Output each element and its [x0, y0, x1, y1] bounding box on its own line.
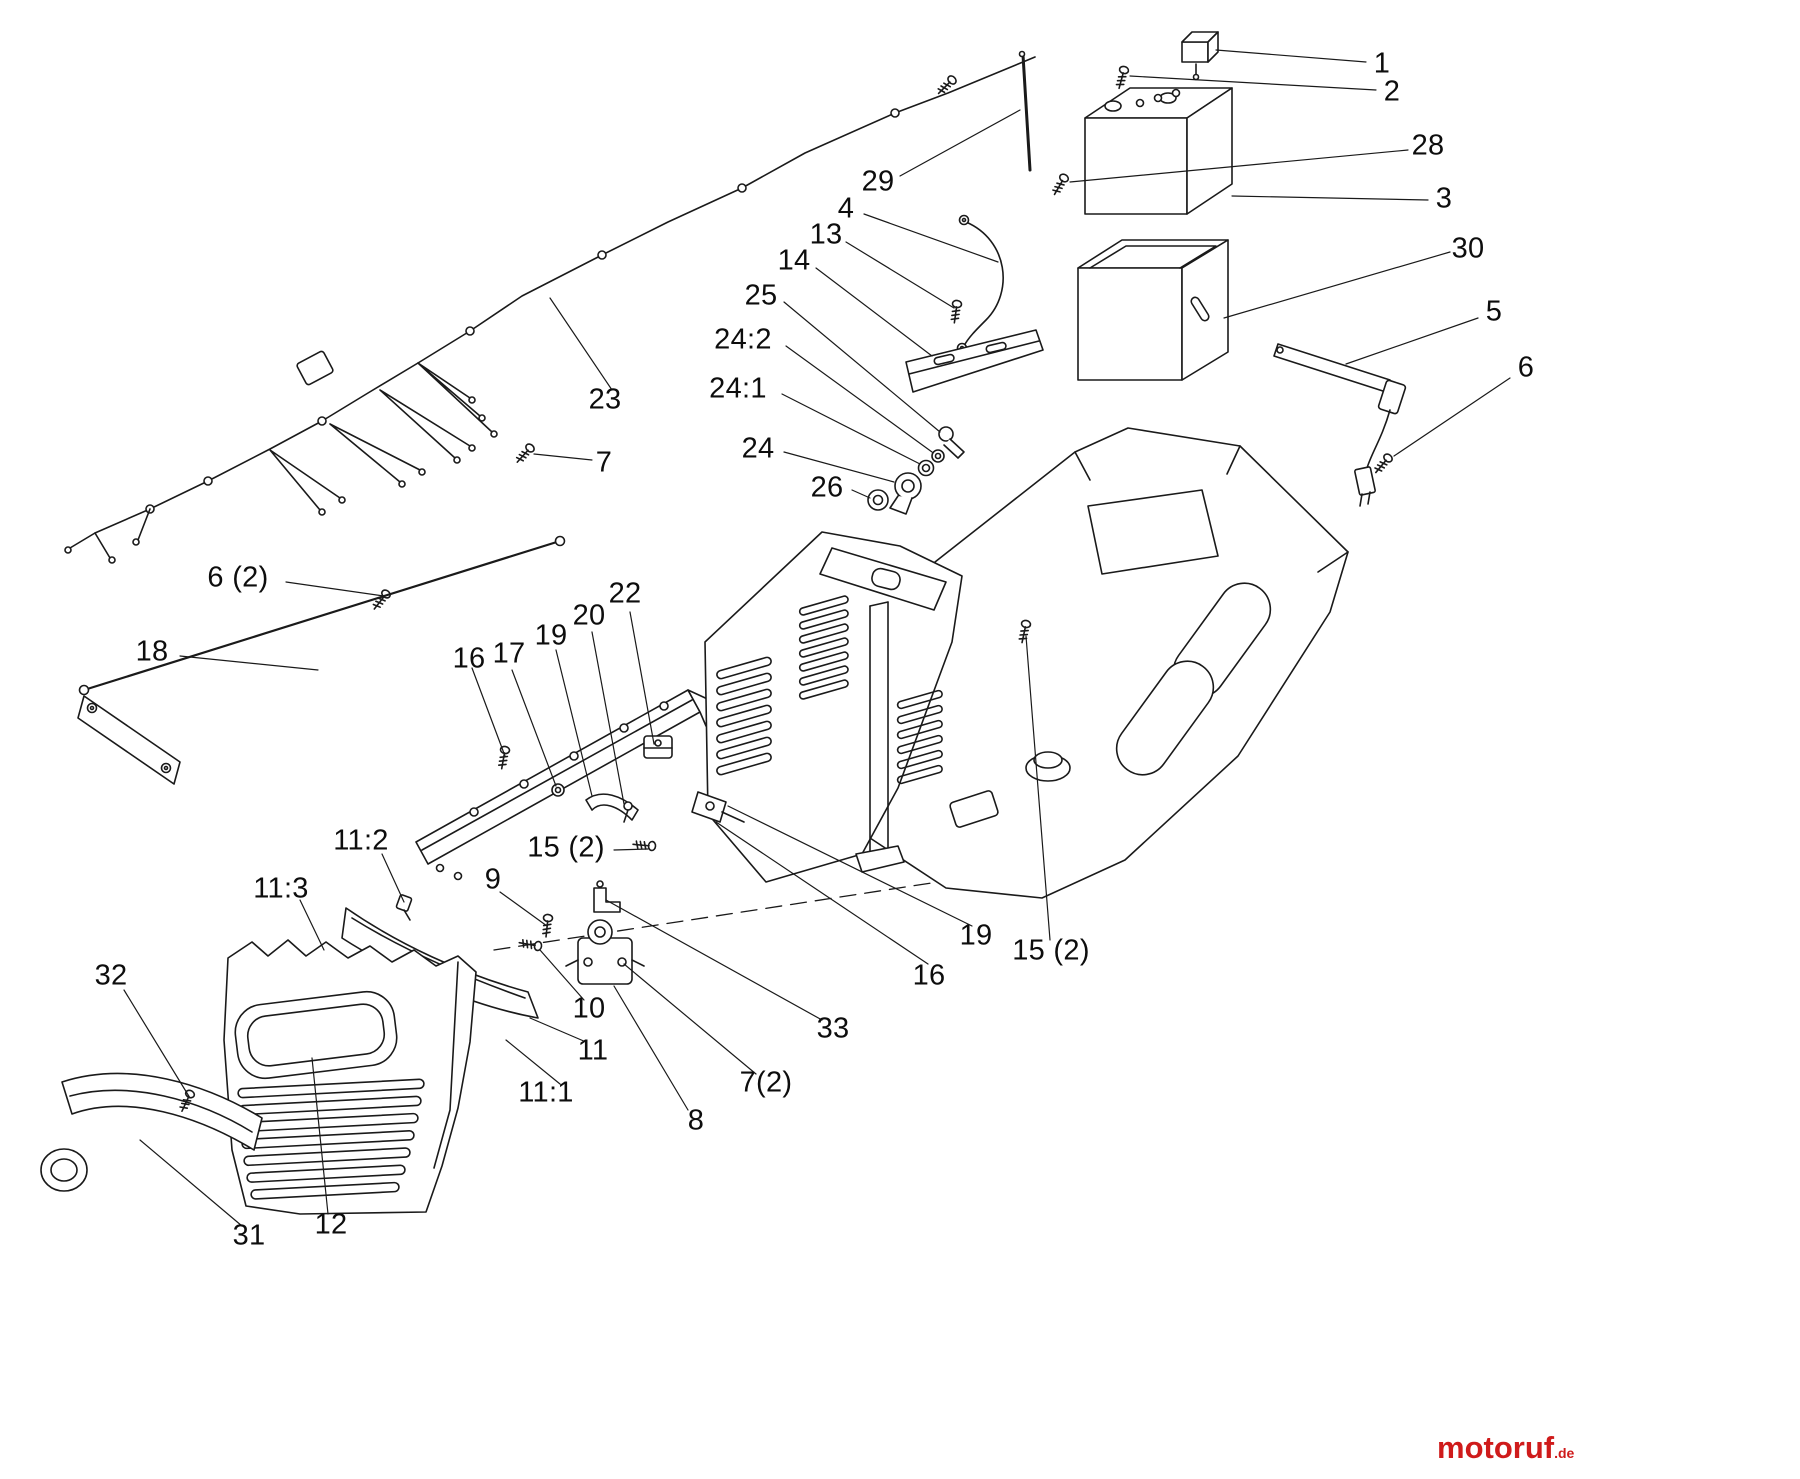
wiring-harness — [64, 56, 1036, 564]
solenoid-assembly-8 — [517, 880, 645, 985]
duct-clip-11-2 — [395, 894, 413, 912]
part-callout-37: 16 — [912, 959, 946, 992]
part-callout-27: 11:2 — [333, 824, 389, 857]
part-callout-8: 29 — [861, 165, 895, 198]
hood-latch — [691, 791, 745, 823]
harness-connector-block — [296, 350, 334, 386]
part-callout-17: 23 — [588, 383, 622, 416]
part-callout-11: 14 — [777, 244, 811, 277]
part-callout-38: 19 — [959, 919, 993, 952]
part-callout-40: 31 — [232, 1219, 266, 1252]
part-callout-18: 7 — [595, 446, 613, 479]
part-callout-23: 19 — [534, 619, 568, 652]
seat-opening — [1087, 489, 1219, 575]
part-callout-15: 24 — [741, 432, 775, 465]
part-callout-19: 6 (2) — [207, 561, 269, 594]
spacer-17 — [551, 783, 565, 797]
part-callout-32: 11 — [577, 1034, 609, 1067]
part-callout-1: 1 — [1373, 47, 1391, 80]
part-callout-10: 13 — [809, 218, 843, 251]
dashed-centerline — [493, 881, 939, 951]
part-callout-12: 25 — [744, 279, 778, 312]
nut-24-1 — [917, 459, 935, 477]
part-callout-16: 26 — [810, 471, 844, 504]
screw-28-icon — [1049, 171, 1071, 198]
pin-20 — [623, 801, 633, 811]
ignition-key-25 — [938, 426, 954, 442]
washer-24-2 — [931, 449, 945, 463]
support-strap — [855, 601, 905, 873]
leader-lines — [123, 49, 1511, 1227]
headlight-wire-assembly-5 — [1273, 343, 1407, 507]
part-callout-5: 30 — [1451, 232, 1485, 265]
part-callout-21: 16 — [452, 642, 486, 675]
brand-watermark[interactable]: motoruf.de — [1437, 1432, 1574, 1463]
console-tower — [691, 531, 963, 883]
brand-tld[interactable]: .de — [1554, 1445, 1575, 1461]
battery-3 — [1084, 87, 1233, 215]
bolt-16-icon — [496, 744, 511, 771]
part-callout-25: 22 — [608, 577, 642, 610]
bolt-10-icon — [517, 937, 544, 952]
part-callout-6: 5 — [1485, 295, 1503, 328]
battery-cover-1 — [1181, 31, 1219, 81]
part-callout-35: 7(2) — [739, 1066, 793, 1099]
part-callout-3: 28 — [1411, 129, 1445, 162]
grille-assembly-12 — [223, 939, 477, 1215]
screw-6-icon — [1371, 451, 1395, 477]
elbow-fitting-33 — [593, 887, 621, 913]
battery-box-30 — [1077, 239, 1229, 381]
part-callout-33: 11:1 — [518, 1076, 574, 1109]
part-callout-30: 32 — [94, 959, 128, 992]
part-callout-28: 11:3 — [253, 872, 309, 905]
battery-hold-rod-29 — [1018, 50, 1032, 172]
part-callout-7: 6 — [1517, 351, 1535, 384]
part-callout-24: 20 — [572, 599, 606, 632]
bracket-22 — [643, 735, 673, 759]
part-callout-4: 3 — [1435, 182, 1453, 215]
part-callout-26: 15 (2) — [527, 831, 605, 864]
part-callout-34: 8 — [687, 1104, 705, 1137]
link-lever-19 — [585, 793, 639, 821]
fender-vent-cutout — [1115, 660, 1215, 776]
ignition-switch-cluster — [867, 426, 965, 515]
part-callout-2: 2 — [1383, 75, 1401, 108]
part-callout-22: 17 — [492, 637, 526, 670]
part-callout-13: 24:2 — [714, 323, 772, 356]
part-callout-29: 9 — [484, 863, 502, 896]
part-callout-14: 24:1 — [709, 372, 767, 405]
console-louvers — [716, 595, 943, 785]
part-callout-41: 12 — [314, 1208, 348, 1241]
battery-bracket-14 — [905, 329, 1044, 393]
battery-cable-4 — [956, 214, 1004, 354]
support-rod-18 — [77, 535, 566, 785]
bolt-2-icon — [1113, 64, 1131, 91]
part-callout-39: 15 (2) — [1012, 934, 1090, 967]
rod-bracket — [77, 695, 181, 785]
bumper-31 — [40, 1072, 263, 1192]
battery-terminal — [1104, 100, 1122, 112]
bolt-13-icon — [949, 299, 963, 325]
rail-hardware — [496, 735, 673, 852]
fender-seat-body — [869, 427, 1349, 899]
screw-7-icon — [513, 441, 537, 466]
part-callout-20: 18 — [135, 635, 169, 668]
ignition-switch-24 — [894, 472, 922, 500]
part-callout-9: 4 — [837, 192, 855, 225]
switch-mount-hole — [871, 567, 901, 591]
brand-name[interactable]: motoruf — [1437, 1430, 1555, 1465]
part-callout-36: 33 — [816, 1012, 850, 1045]
switch-boot-26 — [867, 489, 889, 511]
part-callout-31: 10 — [572, 992, 606, 1025]
